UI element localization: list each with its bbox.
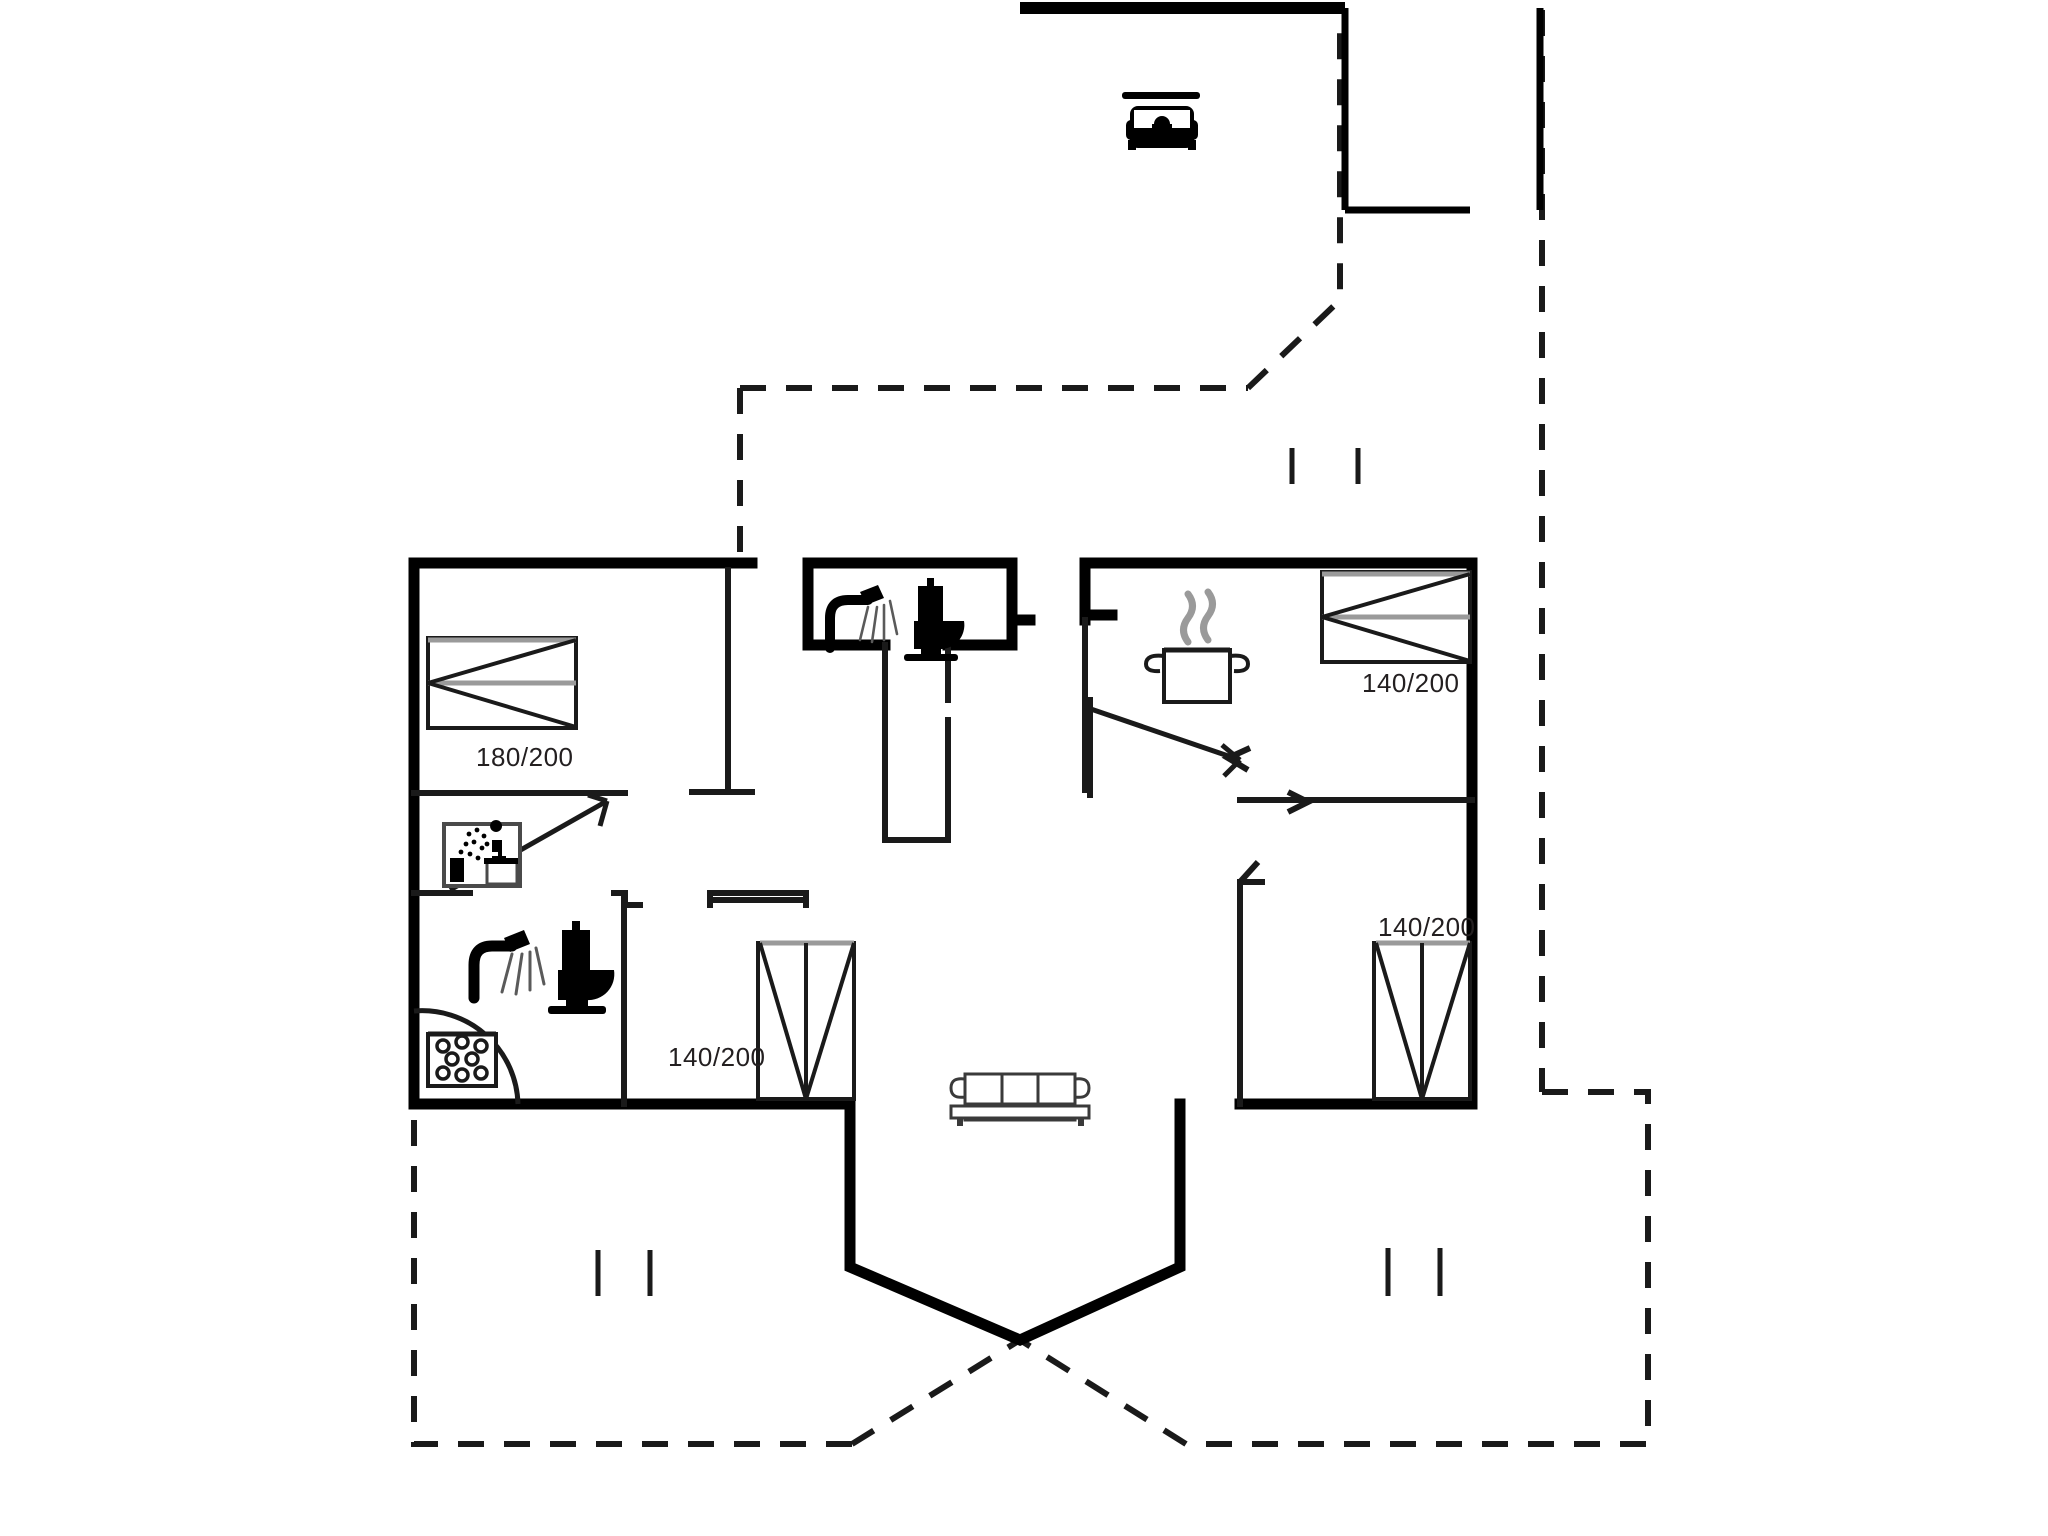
living-room-bay-wall [844,1098,1186,1347]
sofa-icon [949,1072,1091,1126]
window-marks [595,448,1443,1296]
toilet-icon [904,578,965,661]
car-icon [1122,92,1200,150]
bed-size-left-lower: 140/200 [668,1042,766,1072]
bed-size-right-lower: 140/200 [1378,912,1476,942]
toilet-icon [548,921,615,1014]
whirlpool-icon [426,1031,498,1088]
bed-180-200-master [426,636,578,730]
bed-140-200-upper-right [1320,570,1472,664]
bed-size-master: 180/200 [476,742,574,772]
sauna-icon [442,820,522,888]
house-walls [408,557,1478,1110]
area-carport [1020,2,1544,214]
bed-size-kitchen-side: 140/200 [1362,668,1460,698]
shower-icon [825,585,899,653]
stove-pot-icon [1143,588,1251,704]
bed-140-200-lower-right [1372,940,1472,1101]
terrace-outline [411,10,1651,1447]
shower-icon [468,930,546,1004]
bed-140-200-lower-left [756,940,856,1101]
